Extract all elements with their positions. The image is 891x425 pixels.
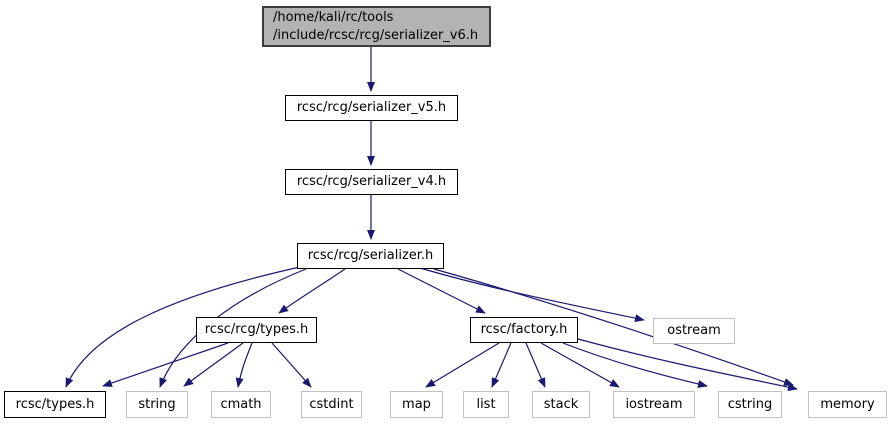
node-map: map	[390, 391, 443, 418]
node-string: string	[126, 391, 188, 418]
node-serializer-v5[interactable]: rcsc/rcg/serializer_v5.h	[285, 95, 458, 121]
edge-factory-to-list	[491, 342, 512, 388]
node-label: rcsc/rcg/serializer_v4.h	[296, 174, 447, 189]
edge-factory-to-stack	[525, 342, 546, 388]
node-serializer-v6: /home/kali/rc/tools/include/rcsc/rcg/ser…	[262, 6, 491, 47]
node-cmath: cmath	[211, 391, 271, 418]
node-label: cstdint	[309, 396, 354, 412]
edge-rcg-types-to-string	[183, 342, 244, 387]
edge-factory-to-memory	[577, 338, 798, 392]
node-factory[interactable]: rcsc/factory.h	[470, 317, 578, 343]
edge-serializer-to-rcg-types	[278, 268, 346, 314]
node-label: cstring	[727, 396, 773, 412]
node-label: rcsc/factory.h	[480, 322, 568, 337]
edge-serializer-to-ostream	[419, 267, 645, 323]
edge-factory-to-iostream	[540, 342, 620, 388]
edge-rcg-types-to-cmath	[235, 342, 253, 388]
node-list: list	[463, 391, 509, 418]
node-cstring: cstring	[718, 391, 782, 418]
node-label: rcsc/rcg/types.h	[204, 322, 309, 337]
node-label-line: /home/kali/rc/tools	[273, 9, 394, 25]
node-label: memory	[820, 396, 875, 412]
edge-rcg-types-to-rcsc-types	[102, 342, 229, 387]
node-label: list	[476, 396, 496, 412]
node-memory: memory	[808, 391, 887, 418]
node-label: ostream	[667, 323, 721, 338]
node-label: map	[402, 396, 431, 412]
node-label: cmath	[220, 396, 262, 412]
node-rcg-types[interactable]: rcsc/rcg/types.h	[196, 317, 317, 343]
edge-serializer-to-rcsc-types	[65, 266, 301, 388]
node-rcsc-types[interactable]: rcsc/types.h	[4, 391, 106, 418]
node-label: rcsc/rcg/serializer_v5.h	[296, 100, 447, 115]
node-label: iostream	[625, 396, 683, 412]
node-stack: stack	[532, 391, 590, 418]
edge-factory-to-map	[425, 342, 500, 388]
node-label: string	[138, 396, 176, 412]
node-serializer[interactable]: rcsc/rcg/serializer.h	[297, 243, 444, 269]
edge-factory-to-cstring	[562, 342, 708, 388]
edge-serializer-to-factory	[397, 268, 486, 314]
node-label: rcsc/rcg/serializer.h	[307, 248, 434, 263]
node-serializer-v4[interactable]: rcsc/rcg/serializer_v4.h	[285, 169, 458, 195]
node-label-line: /include/rcsc/rcg/serializer_v6.h	[273, 27, 479, 43]
edge-rcg-types-to-cstdint	[271, 342, 312, 388]
node-label: stack	[543, 396, 579, 412]
node-cstdint: cstdint	[301, 391, 362, 418]
edge-serializer-to-memory	[433, 268, 794, 386]
node-label: rcsc/types.h	[15, 396, 95, 412]
node-ostream: ostream	[653, 318, 735, 344]
node-iostream: iostream	[613, 391, 695, 418]
